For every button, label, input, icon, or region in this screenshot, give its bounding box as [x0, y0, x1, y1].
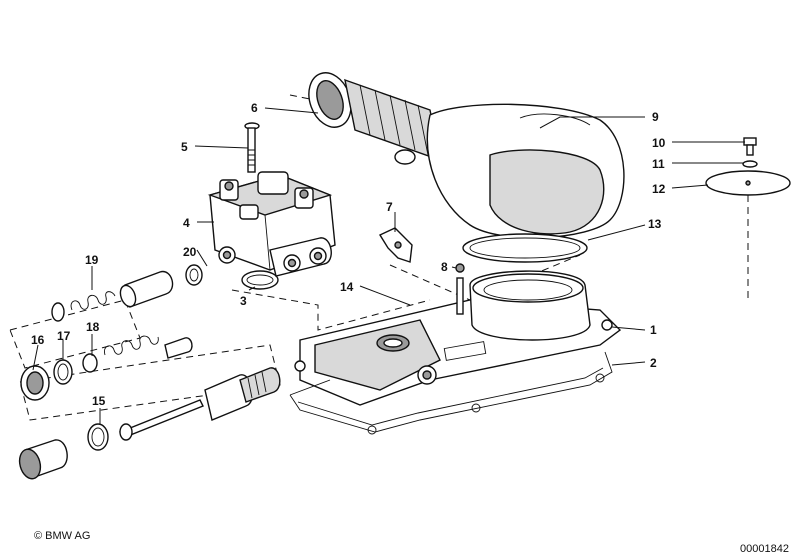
callout-19: 19 [85, 253, 99, 267]
callout-5: 5 [181, 140, 188, 154]
callout-11: 11 [652, 157, 665, 171]
callout-13: 13 [648, 217, 662, 231]
callout-20: 20 [183, 245, 197, 259]
leader-lines [32, 107, 745, 424]
diagram-number: 00001842 [740, 543, 789, 555]
callout-15: 15 [92, 394, 106, 408]
copyright-text: © BMW AG [34, 530, 90, 542]
gasket-part [289, 351, 613, 435]
callout-18: 18 [86, 320, 100, 334]
callout-16: 16 [31, 333, 45, 347]
callout-3: 3 [240, 294, 247, 308]
callout-2: 2 [650, 356, 657, 370]
screw-washer-cap-parts [705, 137, 791, 196]
callout-1: 1 [650, 323, 657, 337]
bolt-part [244, 122, 260, 173]
valve-block-part [207, 171, 336, 277]
callout-9: 9 [652, 110, 659, 124]
bellows-air-housing-part [308, 72, 625, 239]
callout-12: 12 [652, 182, 666, 196]
piston-spring-assembly-parts [18, 264, 281, 480]
callout-17: 17 [57, 329, 71, 343]
seal-ring-part [462, 233, 588, 263]
callout-8: 8 [441, 260, 448, 274]
callout-7: 7 [386, 200, 393, 214]
stud-part [455, 263, 465, 315]
bracket-part [378, 227, 413, 263]
callout-4: 4 [183, 216, 190, 230]
callout-labels: 1 2 3 4 5 6 7 8 9 10 11 12 13 14 15 16 1… [31, 101, 666, 408]
housing-cover-part [294, 270, 622, 406]
callout-6: 6 [251, 101, 258, 115]
callout-10: 10 [652, 136, 666, 150]
o-ring-part [241, 270, 279, 290]
callout-14: 14 [340, 280, 354, 294]
